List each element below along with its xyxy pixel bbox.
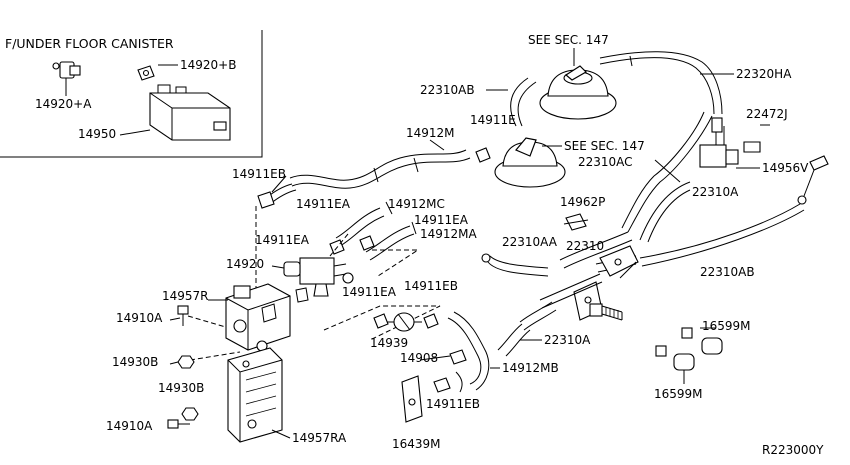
label-22310ab-lower: 22310AB: [700, 265, 755, 279]
label-14911eb-lower: 14911EB: [426, 397, 480, 411]
clip-14911ea-b-icon: [359, 235, 375, 251]
label-14912mb: 14912MB: [502, 361, 559, 375]
label-14930b-lower: 14930B: [158, 381, 204, 395]
label-leaders: [169, 167, 760, 439]
clamp-14908-icon: [449, 349, 467, 365]
clip-14911ea-lower-icon: [373, 313, 389, 329]
label-22310ab-upper: 22310AB: [420, 83, 475, 97]
clamp-14920b-icon: [137, 64, 178, 81]
label-16439m: 16439M: [392, 437, 441, 451]
valve-14939-icon: [386, 312, 422, 332]
label-14911ea-4: 14911EA: [342, 285, 397, 299]
label-14939: 14939: [370, 336, 408, 350]
bracket-16439m-icon: [401, 375, 451, 423]
hose-22310ac: [621, 111, 713, 233]
inset-title: F/UNDER FLOOR CANISTER: [5, 36, 174, 51]
label-14962p: 14962P: [560, 195, 605, 209]
label-22320ha: 22320HA: [736, 67, 792, 81]
hose-14912mb: [447, 311, 490, 393]
hose-14912m: [265, 139, 471, 205]
label-16599m-lower: 16599M: [654, 387, 703, 401]
label-14912m: 14912M: [406, 126, 455, 140]
label-14912ma: 14912MA: [420, 227, 478, 241]
valve-14920a-icon: [52, 61, 81, 96]
label-see-sec-147-upper: SEE SEC. 147: [528, 33, 609, 47]
label-22472j: 22472J: [746, 107, 788, 121]
hose-22310a-upper: [639, 181, 691, 243]
label-22310a-lower: 22310A: [544, 333, 591, 347]
label-16599m-upper: 16599M: [702, 319, 751, 333]
plug-16599m-upper-icon: [681, 327, 723, 355]
clip-14962p-icon: [563, 213, 589, 231]
valve-14920-icon: [283, 257, 354, 303]
bracket-14957r-icon: [225, 283, 291, 352]
plug-16599m-lower-icon: [655, 345, 695, 384]
label-14911eb-mid: 14911EB: [404, 279, 458, 293]
label-14910a-upper: 14910A: [116, 311, 163, 325]
vacuum-tank-upper-icon: [539, 48, 617, 120]
label-14911e: 14911E: [470, 113, 516, 127]
clip-14911eb-mid-icon: [423, 313, 439, 329]
hose-14912ma: [365, 221, 417, 261]
label-22310aa: 22310AA: [502, 235, 558, 249]
bolt-icon: [589, 303, 623, 321]
bolt-14910a-lower-icon: [167, 419, 190, 429]
label-14957r: 14957R: [162, 289, 209, 303]
label-14911ea-3: 14911EA: [255, 233, 310, 247]
label-22310: 22310: [566, 239, 604, 253]
vacuum-tank-lower-icon: [494, 137, 566, 188]
label-14920: 14920: [226, 257, 264, 271]
label-14908: 14908: [400, 351, 438, 365]
hose-14912mc: [335, 201, 393, 247]
hose-22310ab-upper: [486, 77, 537, 127]
label-14920b: 14920+B: [180, 58, 236, 72]
nut-14930b-lower-icon: [181, 407, 199, 421]
bolt-14910a-upper-icon: [177, 305, 189, 326]
label-14920a: 14920+A: [35, 97, 92, 111]
canister-14950-icon: [119, 84, 231, 141]
label-14911eb-upper: 14911EB: [232, 167, 286, 181]
label-see-sec-147-lower: SEE SEC. 147: [564, 139, 645, 153]
label-22310ac: 22310AC: [578, 155, 633, 169]
label-14912mc: 14912MC: [388, 197, 445, 211]
diagram-code: R223000Y: [762, 443, 824, 457]
label-14956v: 14956V: [762, 161, 809, 175]
clip-14911eb-upper-icon: [257, 175, 287, 209]
label-14930b-upper: 14930B: [112, 355, 158, 369]
label-14911ea-2: 14911EA: [414, 213, 469, 227]
label-14911ea-1: 14911EA: [296, 197, 351, 211]
bracket-14957ra-icon: [227, 347, 283, 443]
label-22310a-upper: 22310A: [692, 185, 739, 199]
label-14910a-lower: 14910A: [106, 419, 153, 433]
hose-22320ha: [599, 51, 734, 115]
solenoid-14956v-icon: [699, 117, 770, 168]
label-14950: 14950: [78, 127, 116, 141]
nut-14930b-upper-icon: [177, 355, 195, 369]
hose-22310aa: [481, 253, 549, 277]
sensor-icon: [797, 155, 829, 205]
inset-canister-box: F/UNDER FLOOR CANISTER: [0, 30, 263, 158]
label-14957ra: 14957RA: [292, 431, 347, 445]
clip-14911e-icon: [475, 147, 491, 163]
